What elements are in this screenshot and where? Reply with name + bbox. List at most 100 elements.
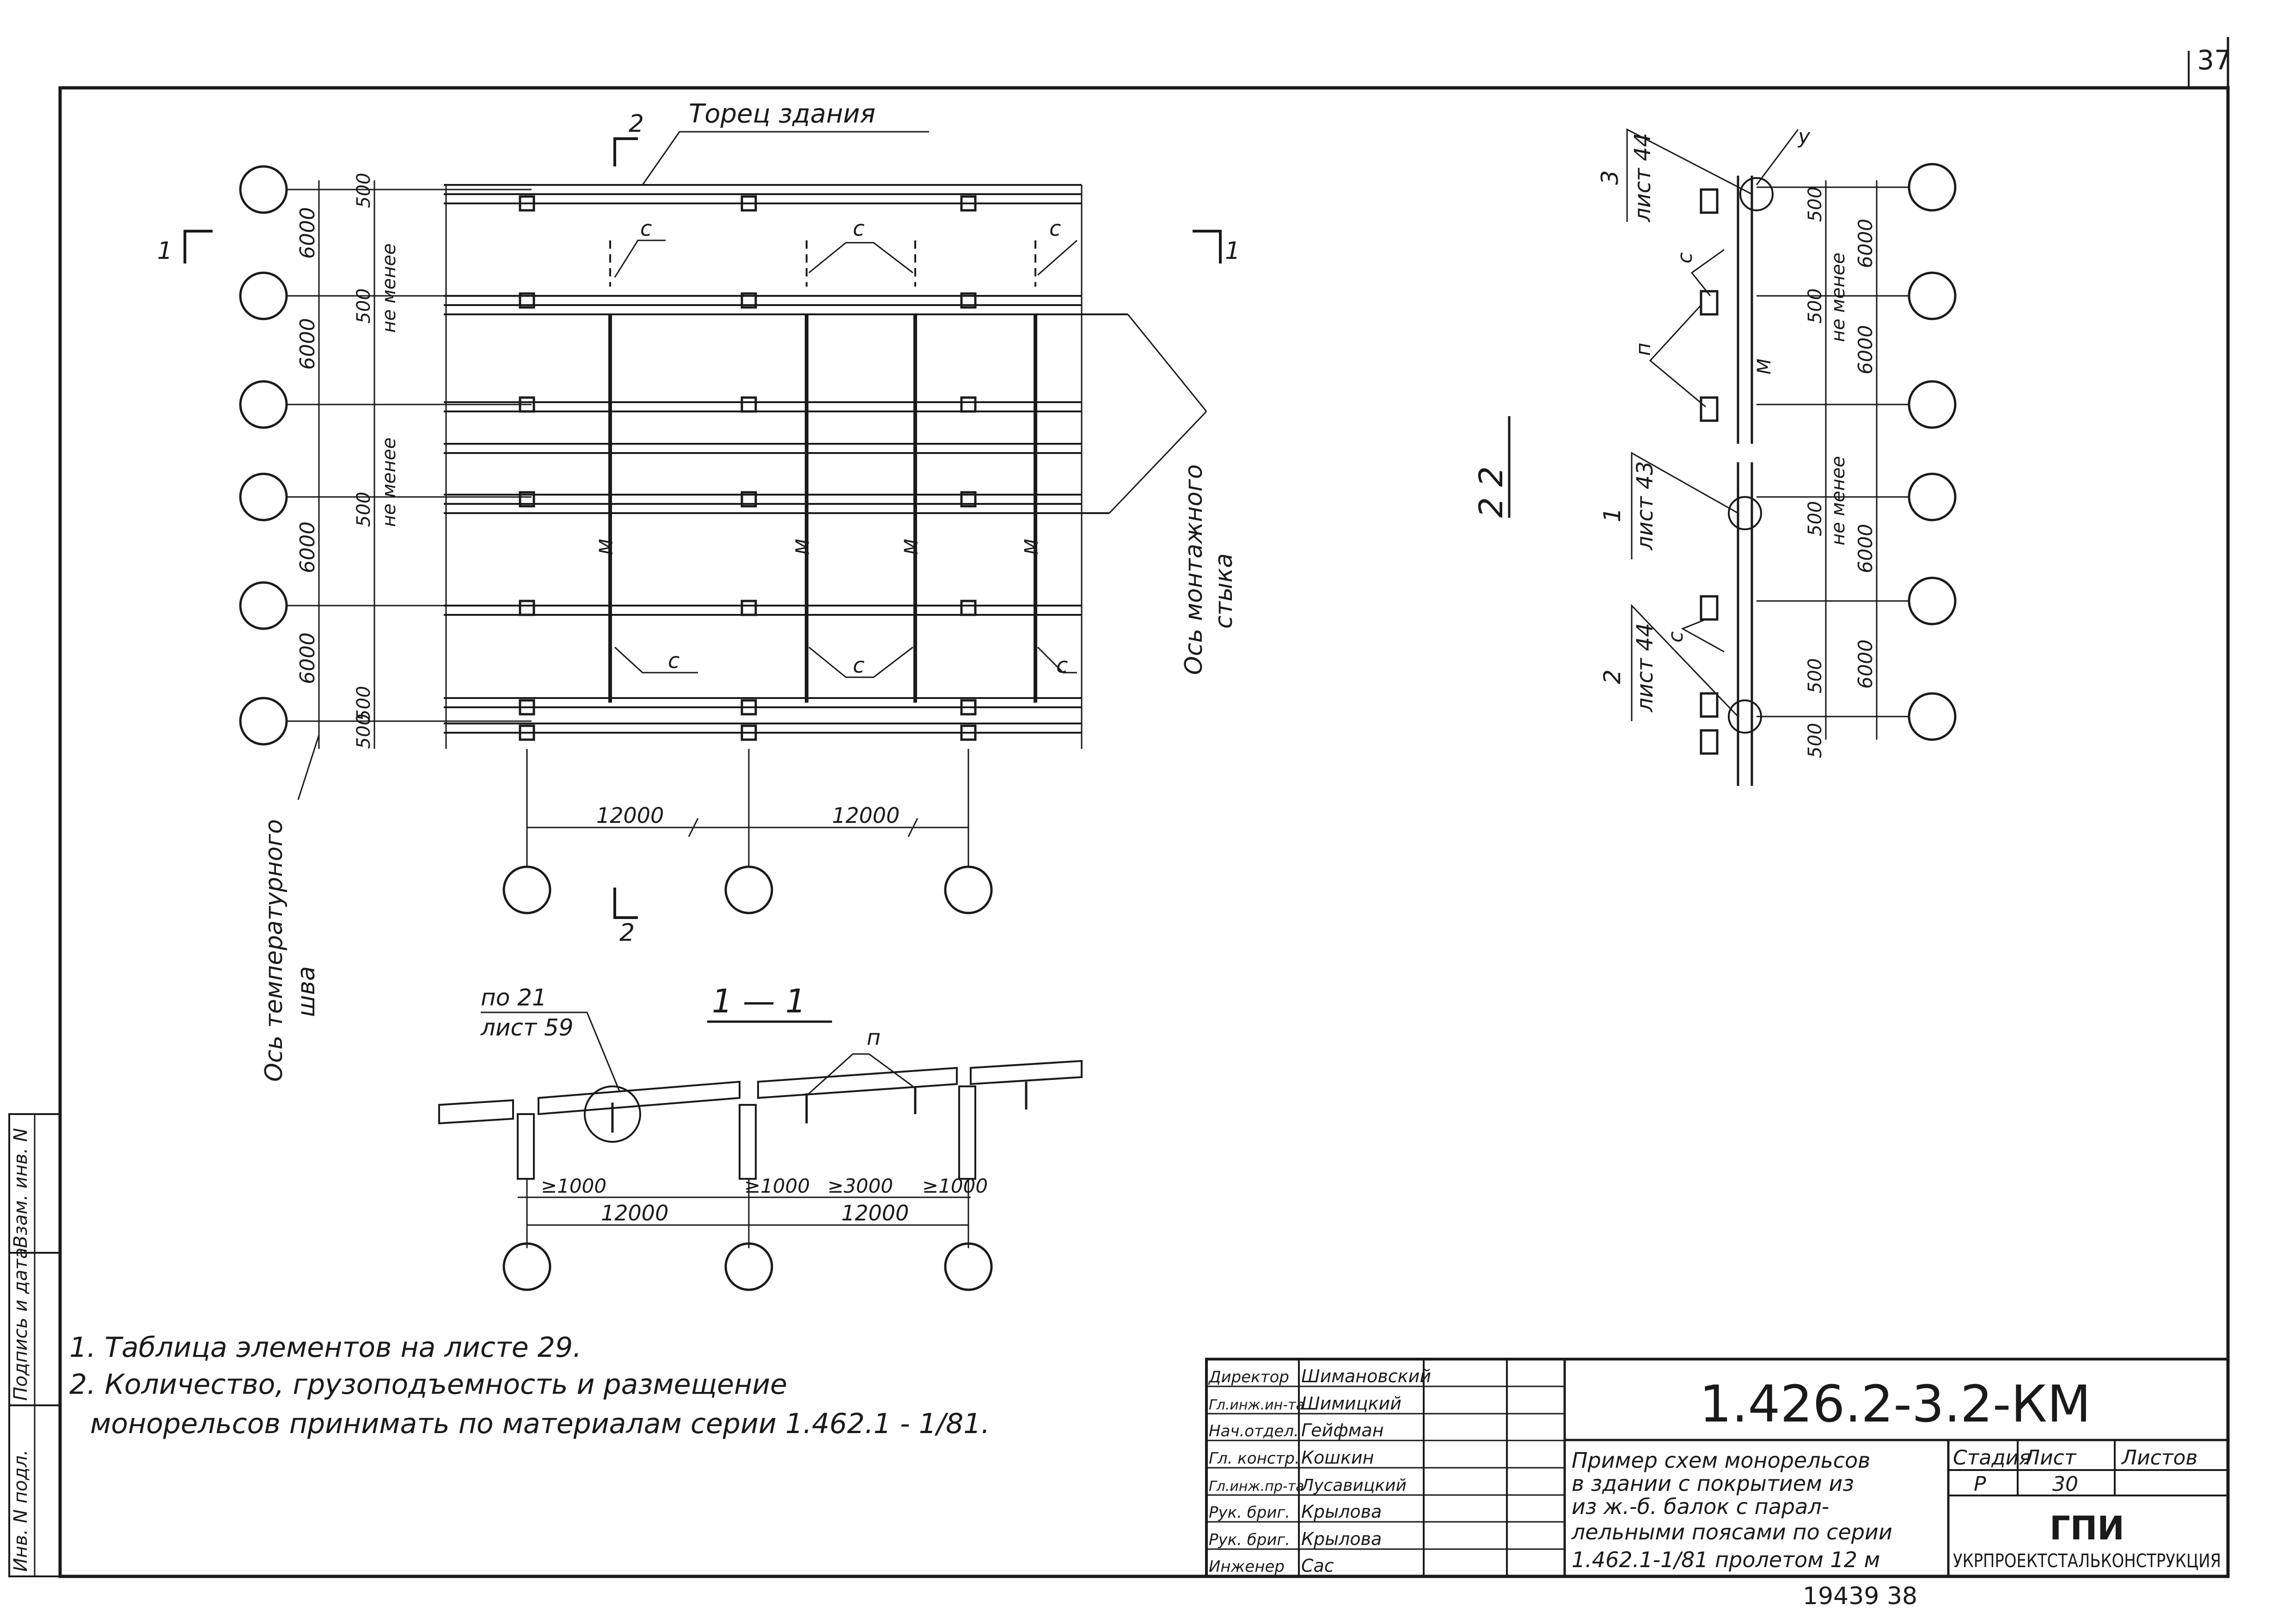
section-1-1-ref-2: лист 59 <box>480 1014 574 1041</box>
section-1-1-dim-1000b: ≥1000 <box>744 1175 810 1197</box>
section-2-2-mark-m: М <box>1754 358 1775 374</box>
name-1: Шимановский <box>1301 1366 1431 1386</box>
section-2-2-dim-6000-3: 6000 <box>1854 524 1877 573</box>
plan-mark-c-2: с <box>853 216 864 241</box>
column-axis-bubbles <box>502 865 993 914</box>
title-block: Директор Шимановский Гл.инж.ин-та Шимицк… <box>1205 1358 2229 1578</box>
temp-joint-label-1: Ось температурного <box>260 819 288 1082</box>
section-1-1-beams <box>438 1060 1083 1125</box>
end-label: Торец здания <box>689 99 875 129</box>
role-2: Гл.инж.ин-та <box>1209 1397 1304 1413</box>
side-strip-label-1: Инв. N подл. <box>10 1450 31 1572</box>
role-6: Рук. бриг. <box>1209 1503 1290 1522</box>
section-2-2-dim-500-2: 500 <box>1805 288 1826 324</box>
section-1-1-title: 1 — 1 <box>712 982 806 1020</box>
section-2-2-dim-6000-1: 6000 <box>1854 219 1877 268</box>
section-2-2: 2 2 <box>1472 125 1957 786</box>
section-2-2-dim-6000-2: 6000 <box>1854 325 1877 374</box>
section-cut-marks <box>184 137 1222 919</box>
plan-bay-12000-1: 12000 <box>596 803 664 828</box>
plan-mark-c-1: с <box>640 216 652 241</box>
bottom-stamp: 19439 38 <box>1803 1582 1917 1610</box>
side-strip-label-3: Взам. инв. N <box>10 1128 31 1248</box>
section-2-2-mark-n: п <box>1632 343 1655 356</box>
name-8: Сас <box>1301 1556 1334 1576</box>
plan-mark-m-1: М <box>596 539 617 555</box>
name-5: Лусавицкий <box>1300 1476 1407 1495</box>
section-2-2-ref2-num: 2 <box>1599 669 1626 684</box>
plan-mark-m-2: М <box>792 539 814 555</box>
side-strip: Инв. N подл. Подпись и дата Взам. инв. N <box>8 1113 61 1577</box>
section-1-1-detail-circle <box>584 1085 641 1143</box>
section-2-2-not-less-1: не менее <box>1828 252 1849 342</box>
column-marks <box>519 195 977 741</box>
section-1-1-bay2: 12000 <box>841 1201 909 1226</box>
plan-mark-m-4: М <box>1021 539 1042 555</box>
plan-mark-c-6: с <box>1056 653 1068 678</box>
plan-mark-m-3: М <box>901 539 922 555</box>
section-2-2-ref1-num: 1 <box>1599 508 1626 522</box>
drawing-code: 1.426.2-3.2-КМ <box>1699 1374 2091 1434</box>
plan-bay-12000-2: 12000 <box>832 803 900 828</box>
name-7: Крылова <box>1301 1529 1382 1549</box>
section-1-1-dim-1000c: ≥1000 <box>922 1175 988 1197</box>
section-mark-top: 2 <box>629 110 644 138</box>
plan-dim-500-3: 500 <box>353 492 374 527</box>
monorails <box>608 314 1037 703</box>
section-1-1-ref-1: по 21 <box>481 984 547 1011</box>
section-2-2-dim-500-1: 500 <box>1805 187 1826 222</box>
plan-dim-500-1: 500 <box>353 173 374 208</box>
plan-not-less-1: не менее <box>379 243 400 333</box>
plan-dim-6000-4: 6000 <box>296 632 319 684</box>
name-2: Шимицкий <box>1301 1393 1401 1414</box>
section-1-1: 1 — 1 по 21 лист 59 п <box>438 982 1083 1291</box>
plan-mark-c-5: с <box>853 653 864 678</box>
roof-beams <box>444 184 1128 734</box>
section-1-1-mark-n: п <box>867 1025 881 1050</box>
stage-label: Стадия <box>1953 1446 2031 1470</box>
description-3: из ж.-б. балок с парал- <box>1572 1494 1829 1519</box>
section-2-2-dims <box>1756 180 1909 740</box>
description-5: 1.462.1-1/81 пролетом 12 м <box>1572 1547 1880 1572</box>
plan-view: с с с с с с М М М М 6000 6000 6000 6000 … <box>157 99 1240 1082</box>
section-2-2-ref3-sheet: лист 44 <box>1630 133 1656 222</box>
mount-joint-label-2: стыка <box>1210 553 1238 629</box>
sheets-label: Листов <box>2121 1446 2197 1470</box>
section-2-2-mark-c-1: с <box>1673 252 1697 264</box>
plan-bay-dims <box>527 818 968 837</box>
section-1-1-dim-3000: ≥3000 <box>827 1175 893 1197</box>
section-2-2-hangers <box>1700 188 1719 755</box>
side-strip-label-2: Подпись и дата <box>10 1248 31 1401</box>
mount-joint-label-1: Ось монтажного <box>1180 464 1208 675</box>
section-2-2-mark-c-2: с <box>1664 631 1688 643</box>
plan-mark-c-4: с <box>668 648 679 673</box>
section-2-2-title: 2 2 <box>1472 466 1510 518</box>
c-leaders <box>297 131 1207 800</box>
role-3: Нач.отдел. <box>1209 1422 1299 1440</box>
sheet-label: Лист <box>2024 1446 2077 1470</box>
temp-joint-label-2: шва <box>293 966 320 1017</box>
section-2-2-not-less-2: не менее <box>1828 456 1849 545</box>
section-2-2-ref3-num: 3 <box>1597 170 1623 185</box>
plan-verticals <box>445 185 1083 749</box>
stage-value: Р <box>1974 1472 1986 1496</box>
plan-dim-6000-3: 6000 <box>296 521 319 573</box>
section-2-2-dim-500-4: 500 <box>1805 658 1826 693</box>
role-5: Гл.инж.пр-та <box>1209 1478 1304 1495</box>
plan-dim-500-5: 500 <box>353 714 374 749</box>
section-mark-bottom: 2 <box>619 919 635 947</box>
section-2-2-dim-500-5: 500 <box>1805 723 1826 758</box>
section-1-1-monorail-marks <box>611 1082 1028 1133</box>
section-mark-right: 1 <box>1225 237 1240 265</box>
plan-dim-6000-2: 6000 <box>296 318 319 370</box>
note-3: монорельсов принимать по материалам сери… <box>90 1408 990 1440</box>
section-1-1-columns <box>517 1085 976 1180</box>
description-4: лельными поясами по серии <box>1571 1520 1892 1544</box>
plan-mark-c-3: с <box>1049 216 1061 241</box>
org-name: УКРПРОЕКТСТАЛЬКОНСТРУКЦИЯ <box>1953 1550 2221 1572</box>
section-2-2-beam <box>1737 176 1753 786</box>
section-2-2-ref2-sheet: лист 44 <box>1632 623 1658 712</box>
section-1-1-bay1: 12000 <box>601 1201 668 1226</box>
name-6: Крылова <box>1301 1501 1382 1522</box>
name-4: Кошкин <box>1301 1447 1374 1468</box>
